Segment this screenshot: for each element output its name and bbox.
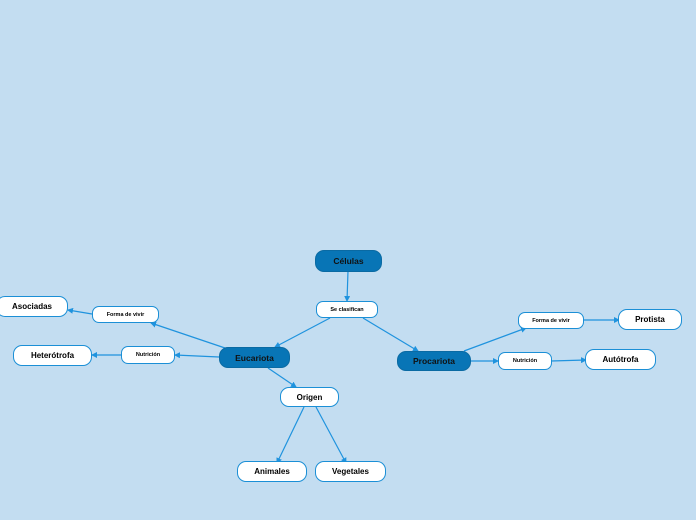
edge-eucariota-origen: [267, 367, 297, 388]
node-procariota-nutricion[interactable]: Nutrición: [498, 352, 552, 370]
edge-origen-animales: [276, 406, 305, 464]
edge-classify-procariota: [362, 317, 419, 352]
node-animales[interactable]: Animales: [237, 461, 307, 482]
edge-origen-vegetales: [315, 406, 347, 464]
edge-procariota-forma: [463, 326, 527, 352]
edge-celulas-classify: [344, 270, 351, 302]
node-vegetales[interactable]: Vegetales: [315, 461, 386, 482]
edge-eucariota-forma: [150, 321, 226, 349]
node-procariota-forma-de-vivir[interactable]: Forma de vivir: [518, 312, 584, 329]
node-procariota[interactable]: Procariota: [397, 351, 471, 371]
node-se-clasifican[interactable]: Se clasifican: [316, 301, 378, 318]
edge-eucariota-nutricion: [174, 352, 220, 359]
node-protista[interactable]: Protista: [618, 309, 682, 330]
node-autotrofa[interactable]: Autótrofa: [585, 349, 656, 370]
node-eucariota-nutricion[interactable]: Nutrición: [121, 346, 175, 364]
node-celulas[interactable]: Células: [315, 250, 382, 272]
node-origen[interactable]: Origen: [280, 387, 339, 407]
node-eucariota[interactable]: Eucariota: [219, 347, 290, 368]
node-heterotrofa[interactable]: Heterótrofa: [13, 345, 92, 366]
node-eucariota-forma-de-vivir[interactable]: Forma de vivir: [92, 306, 159, 323]
edge-classify-eucariota: [274, 317, 331, 348]
node-asociadas[interactable]: Asociadas: [0, 296, 68, 317]
edge-nutricion-autotrofa: [550, 357, 587, 364]
edge-forma-asociadas: [67, 307, 93, 315]
